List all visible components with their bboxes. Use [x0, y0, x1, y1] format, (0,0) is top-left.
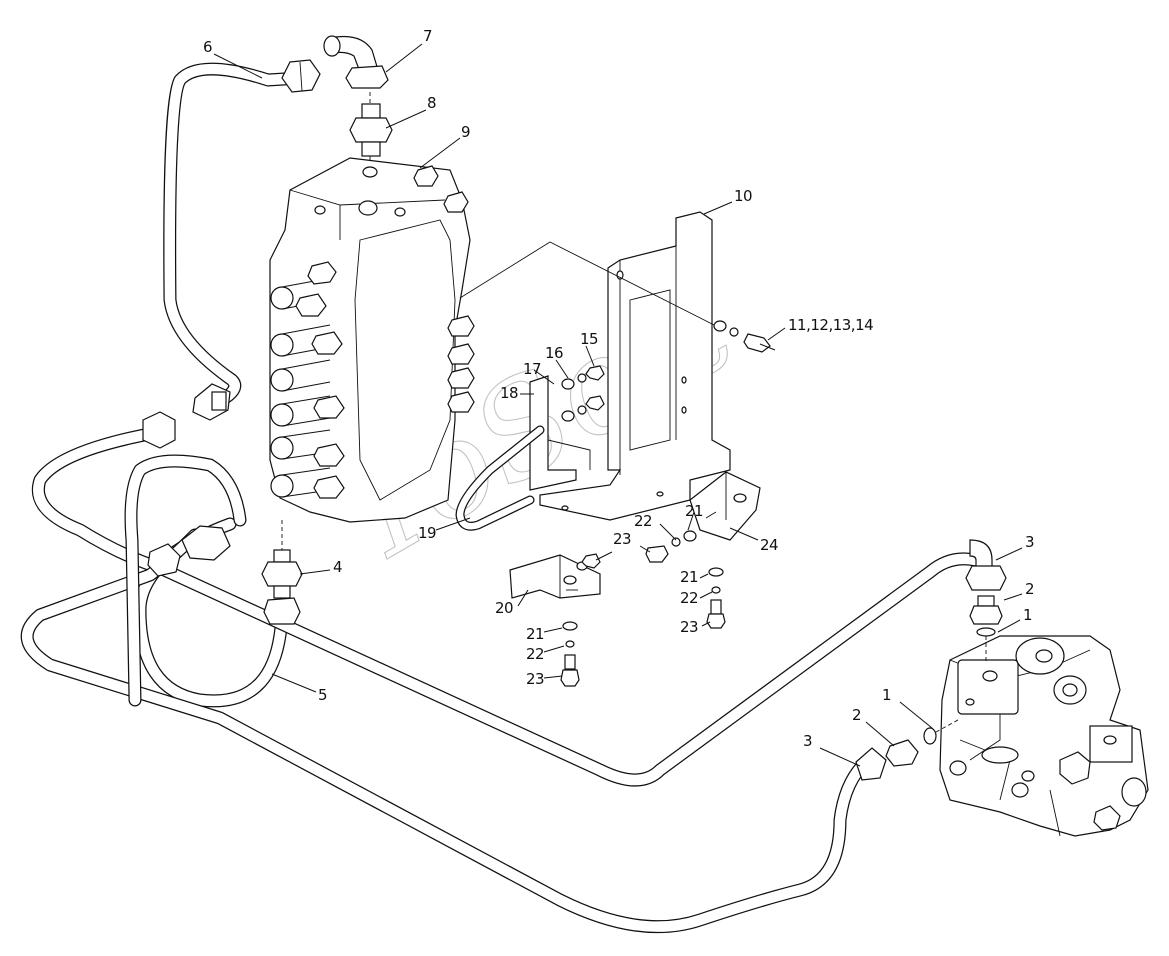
pump-fitting-lower — [855, 719, 959, 781]
fitting-mid-2 — [147, 543, 181, 577]
fitting-mid-1 — [181, 525, 231, 561]
part-15-16-17-hardware — [561, 365, 605, 422]
pipe-inner-loop — [124, 454, 247, 707]
part-9-control-valve — [269, 157, 475, 523]
pump-assembly — [939, 635, 1149, 837]
callout-7: 7 — [423, 27, 432, 45]
callout-18: 18 — [500, 384, 518, 402]
callout-labels: 6 7 8 9 10 11,12,13,14 15 16 17 18 19 20… — [203, 27, 1035, 750]
callout-21-c: 21 — [680, 568, 698, 586]
callout-6: 6 — [203, 38, 212, 56]
callout-23-c: 23 — [680, 618, 698, 636]
callout-10: 10 — [734, 187, 752, 205]
pump-fitting-upper — [965, 539, 1007, 662]
part-21-23-hardware-b — [706, 567, 726, 629]
part-24-bracket — [689, 471, 761, 541]
part-19-u-bolt — [455, 425, 545, 531]
callout-24: 24 — [760, 536, 778, 554]
callout-3-upper: 3 — [1025, 533, 1034, 551]
callout-23-b: 23 — [613, 530, 631, 548]
callout-2-upper: 2 — [1025, 580, 1034, 598]
pipe-6-hose — [163, 62, 307, 405]
callout-22-c: 22 — [680, 589, 698, 607]
pipe-long-loop-a — [32, 425, 982, 787]
callout-21-a: 21 — [526, 625, 544, 643]
part-21-23-hardware-c — [645, 530, 697, 563]
part-7-elbow — [323, 35, 389, 89]
callout-11-14: 11,12,13,14 — [788, 316, 873, 334]
callout-1-upper: 1 — [1023, 606, 1032, 624]
callout-16: 16 — [545, 344, 563, 362]
callout-20: 20 — [495, 599, 513, 617]
leader-lines-misc — [459, 241, 721, 329]
callout-19: 19 — [418, 524, 436, 542]
part-21-23-hardware-a — [560, 621, 580, 687]
callout-22-b: 22 — [634, 512, 652, 530]
callout-9: 9 — [461, 123, 470, 141]
callout-22-a: 22 — [526, 645, 544, 663]
part-8-adapter — [349, 92, 393, 168]
callout-4: 4 — [333, 558, 342, 576]
callout-8: 8 — [427, 94, 436, 112]
callout-23-a: 23 — [526, 670, 544, 688]
valve-side-fittings — [295, 165, 475, 499]
callout-2-lower: 2 — [852, 706, 861, 724]
part-4-adapter — [261, 520, 303, 625]
callout-5: 5 — [318, 686, 327, 704]
part-11-14-bolt-set — [713, 320, 776, 353]
fitting-6-nut — [281, 59, 321, 93]
part-10-bracket — [539, 211, 731, 521]
part-20-bracket — [509, 551, 613, 599]
callout-3-lower: 3 — [803, 732, 812, 750]
leader-lines — [213, 43, 1023, 767]
callout-17: 17 — [523, 360, 541, 378]
callout-15: 15 — [580, 330, 598, 348]
fitting-long-loop-left — [142, 411, 176, 449]
fitting-pipe6-lower — [192, 383, 231, 421]
part-18-bracket — [529, 375, 591, 491]
valve-spools — [270, 279, 331, 498]
callout-1-lower: 1 — [882, 686, 891, 704]
callout-21-b: 21 — [685, 502, 703, 520]
pipe-long-loop-b — [20, 528, 875, 934]
